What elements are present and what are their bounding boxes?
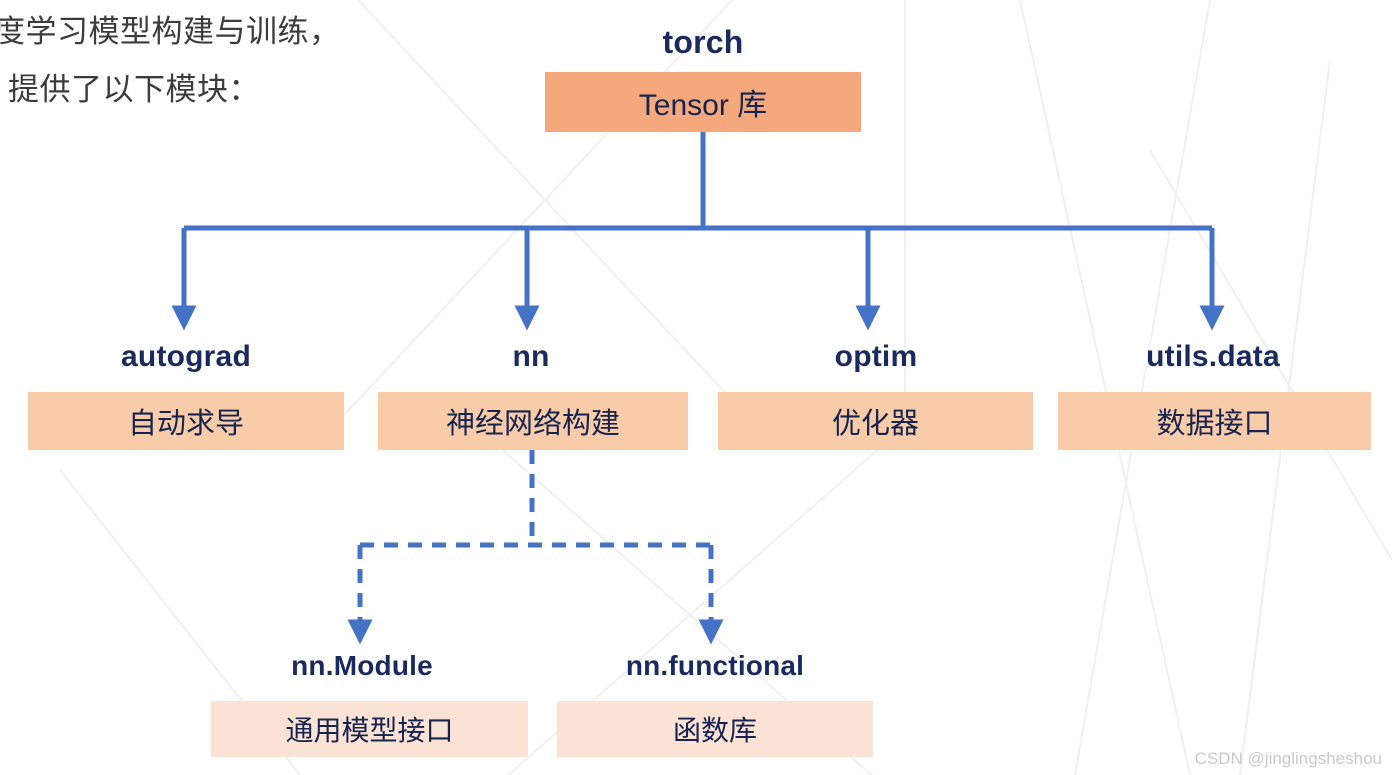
intro-text-line-2: 提供了以下模块： [8, 72, 260, 107]
node-label-nn-module: nn.Module [291, 650, 433, 681]
node-label-utils-data: utils.data [1146, 340, 1280, 373]
node-box-torch: Tensor 库 [545, 72, 861, 132]
node-box-optim: 优化器 [718, 392, 1033, 450]
node-label-torch: torch [662, 24, 744, 60]
node-box-nn: 神经网络构建 [378, 392, 688, 450]
node-label-autograd: autograd [121, 340, 251, 373]
csdn-watermark: CSDN @jinglingsheshou [1194, 749, 1382, 768]
node-label-nn: nn [512, 340, 550, 373]
node-box-utils-data: 数据接口 [1058, 392, 1371, 450]
node-label-nn-functional: nn.functional [625, 650, 805, 681]
solid-connectors [171, 132, 1225, 331]
intro-text-line-1: 度学习模型构建与训练， [0, 14, 341, 49]
dashed-connectors [347, 450, 724, 645]
node-box-autograd: 自动求导 [28, 392, 344, 450]
node-box-nn-functional: 函数库 [557, 701, 873, 757]
node-box-nn-module: 通用模型接口 [211, 701, 528, 757]
node-label-optim: optim [834, 340, 918, 373]
